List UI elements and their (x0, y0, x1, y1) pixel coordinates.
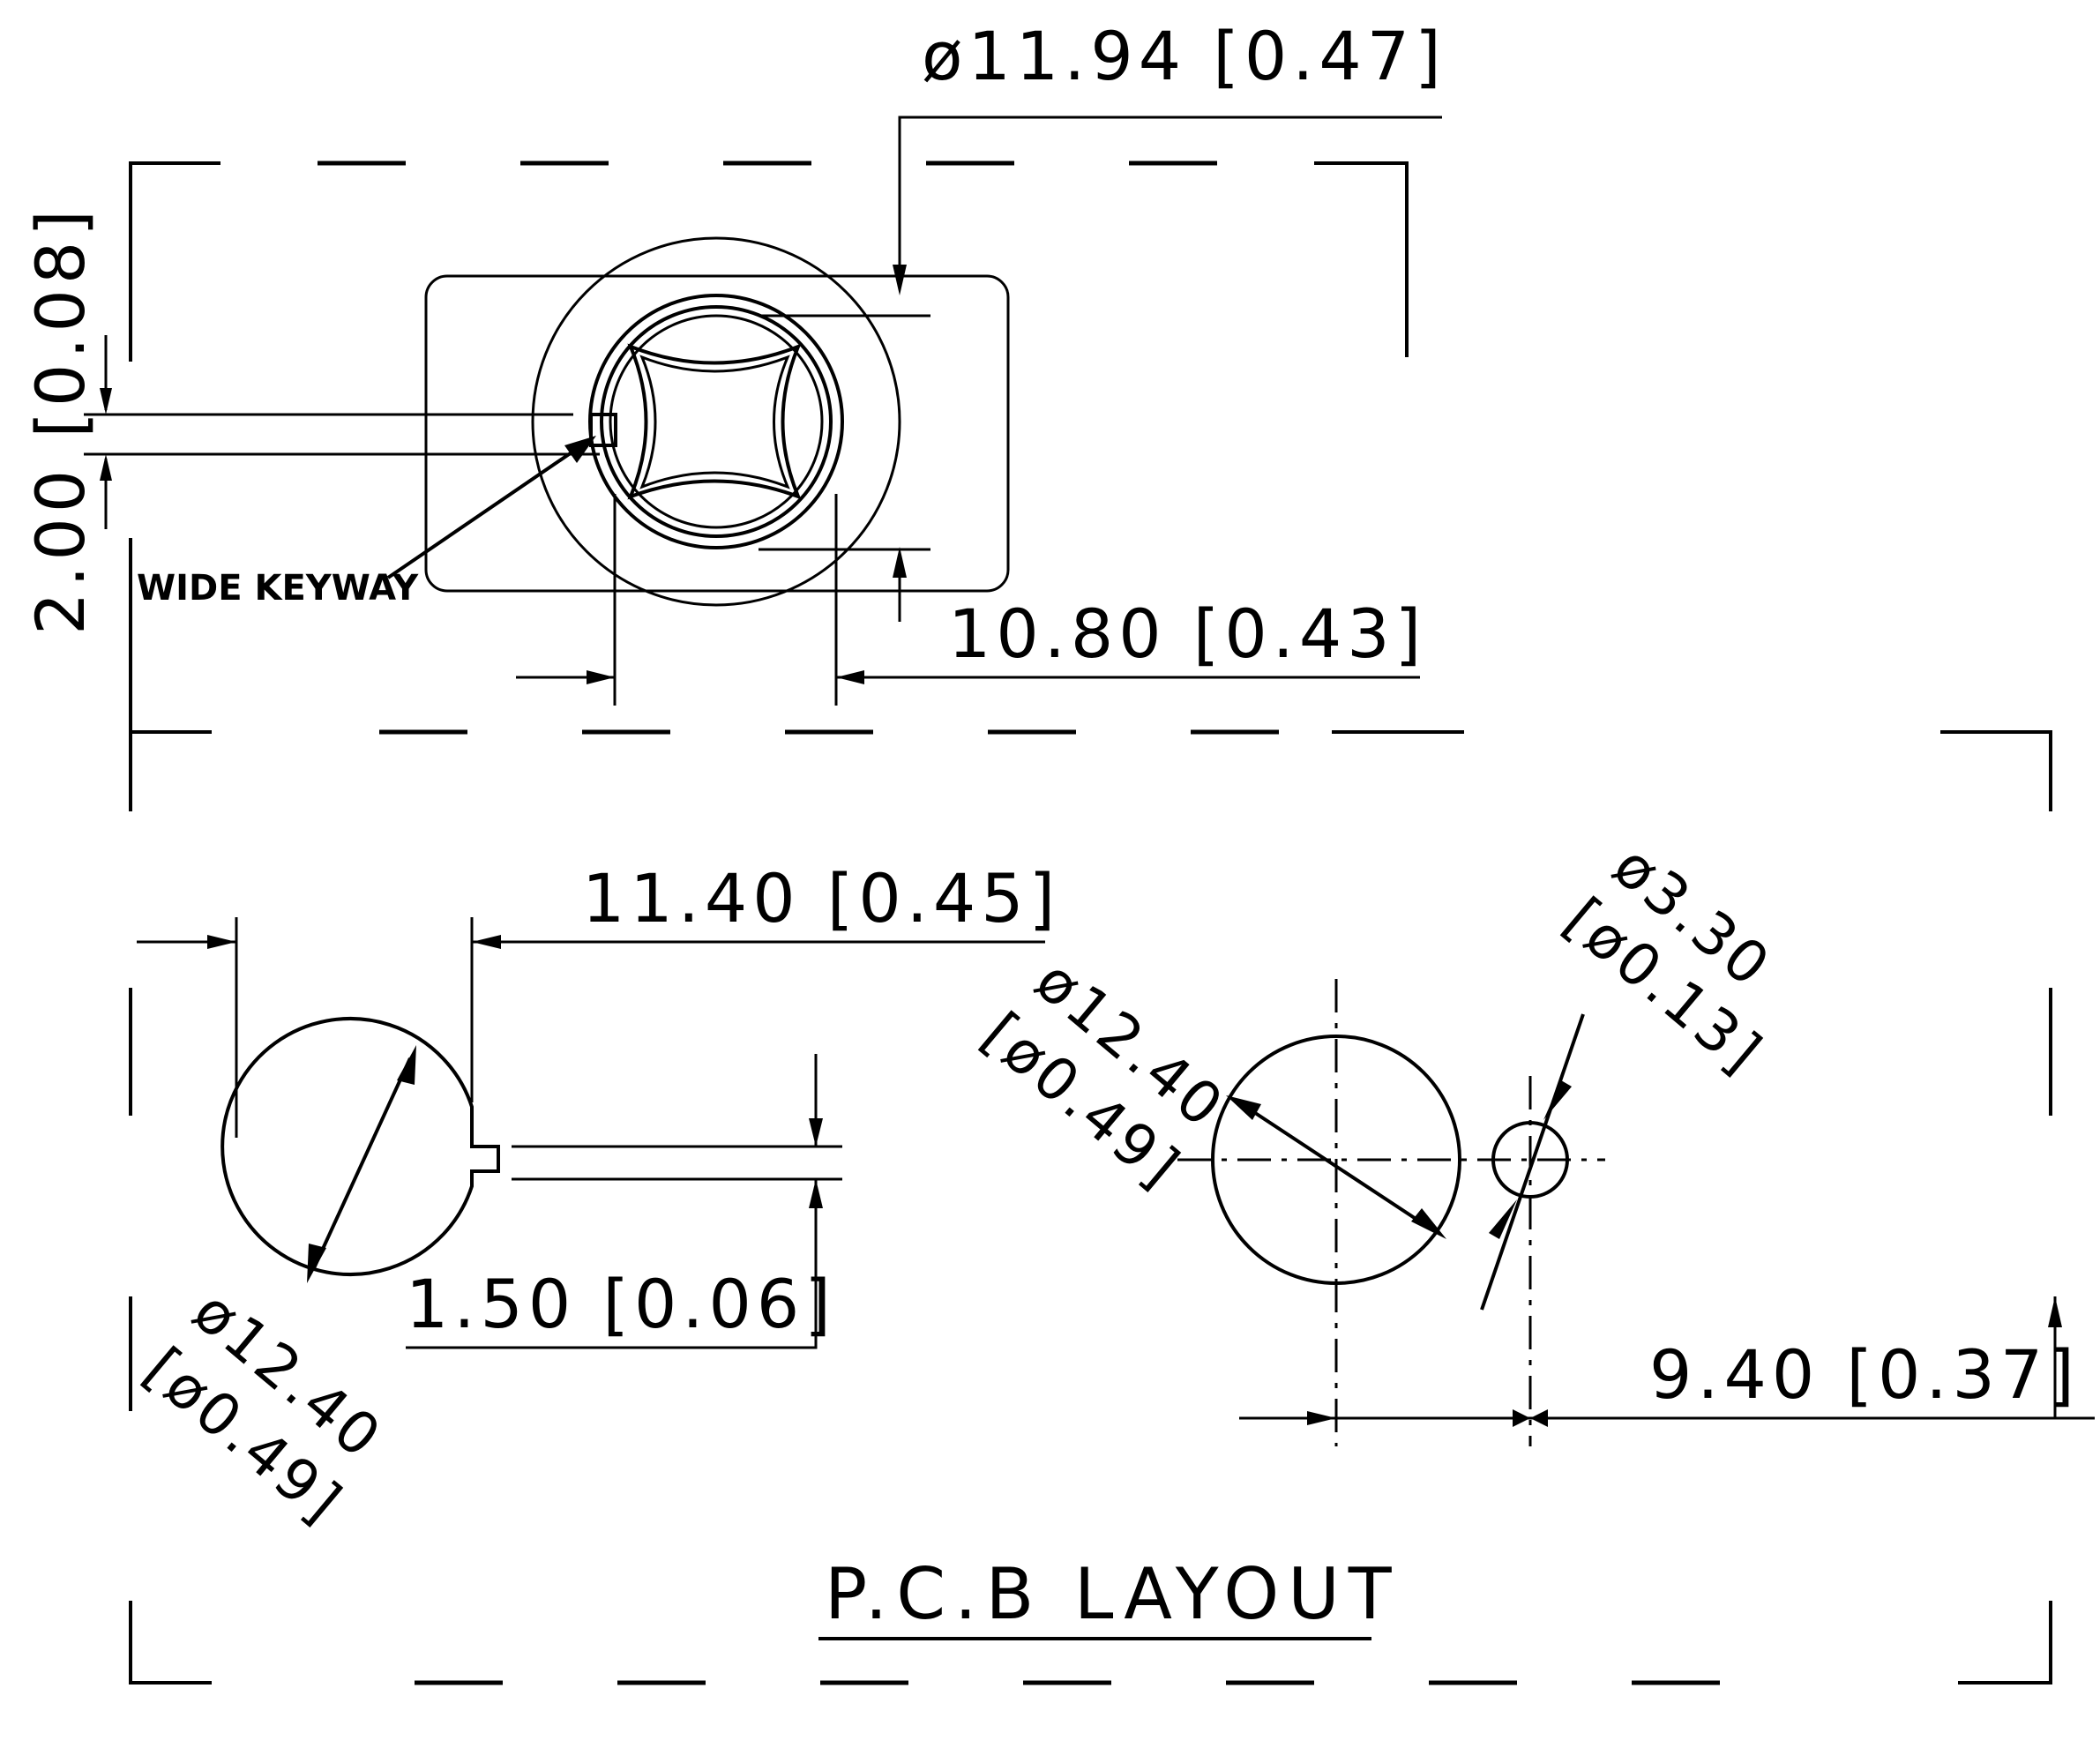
shaft-square (627, 343, 802, 500)
switch-body (424, 274, 1010, 593)
flange-circle (531, 236, 901, 607)
dim-slot: 1.50 [0.06] (406, 1265, 836, 1343)
dim-keyway-height: 2.00 [0.08] (21, 205, 100, 635)
dim-diameter-top: ø11.94 [0.47] (922, 17, 1446, 95)
dim-width-top: 10.80 [0.43] (948, 594, 1426, 673)
top-frame (129, 161, 1464, 735)
ring-outer (588, 294, 844, 549)
pcb-view: 11.40 [0.45] 1.50 [0.06] ø12.40 [ø0.49] … (129, 730, 2095, 1685)
dim-offset: 9.40 [0.37] (1649, 1335, 2080, 1414)
keyway-notch (589, 413, 617, 447)
pcb-frame (129, 730, 2052, 1685)
top-view: 2.00 [0.08] WIDE KEYWAY ø11.94 [0.47] 10… (21, 17, 1464, 735)
pcb-layout-title: P.C.B LAYOUT (825, 1553, 1401, 1635)
ring-inner-2 (609, 314, 824, 529)
ring-inner (600, 305, 833, 538)
shaft-square-inner (639, 355, 790, 489)
note-wide-keyway: WIDE KEYWAY (137, 568, 419, 609)
dim-span: 11.40 [0.45] (582, 859, 1060, 937)
hole-left (220, 1017, 500, 1276)
